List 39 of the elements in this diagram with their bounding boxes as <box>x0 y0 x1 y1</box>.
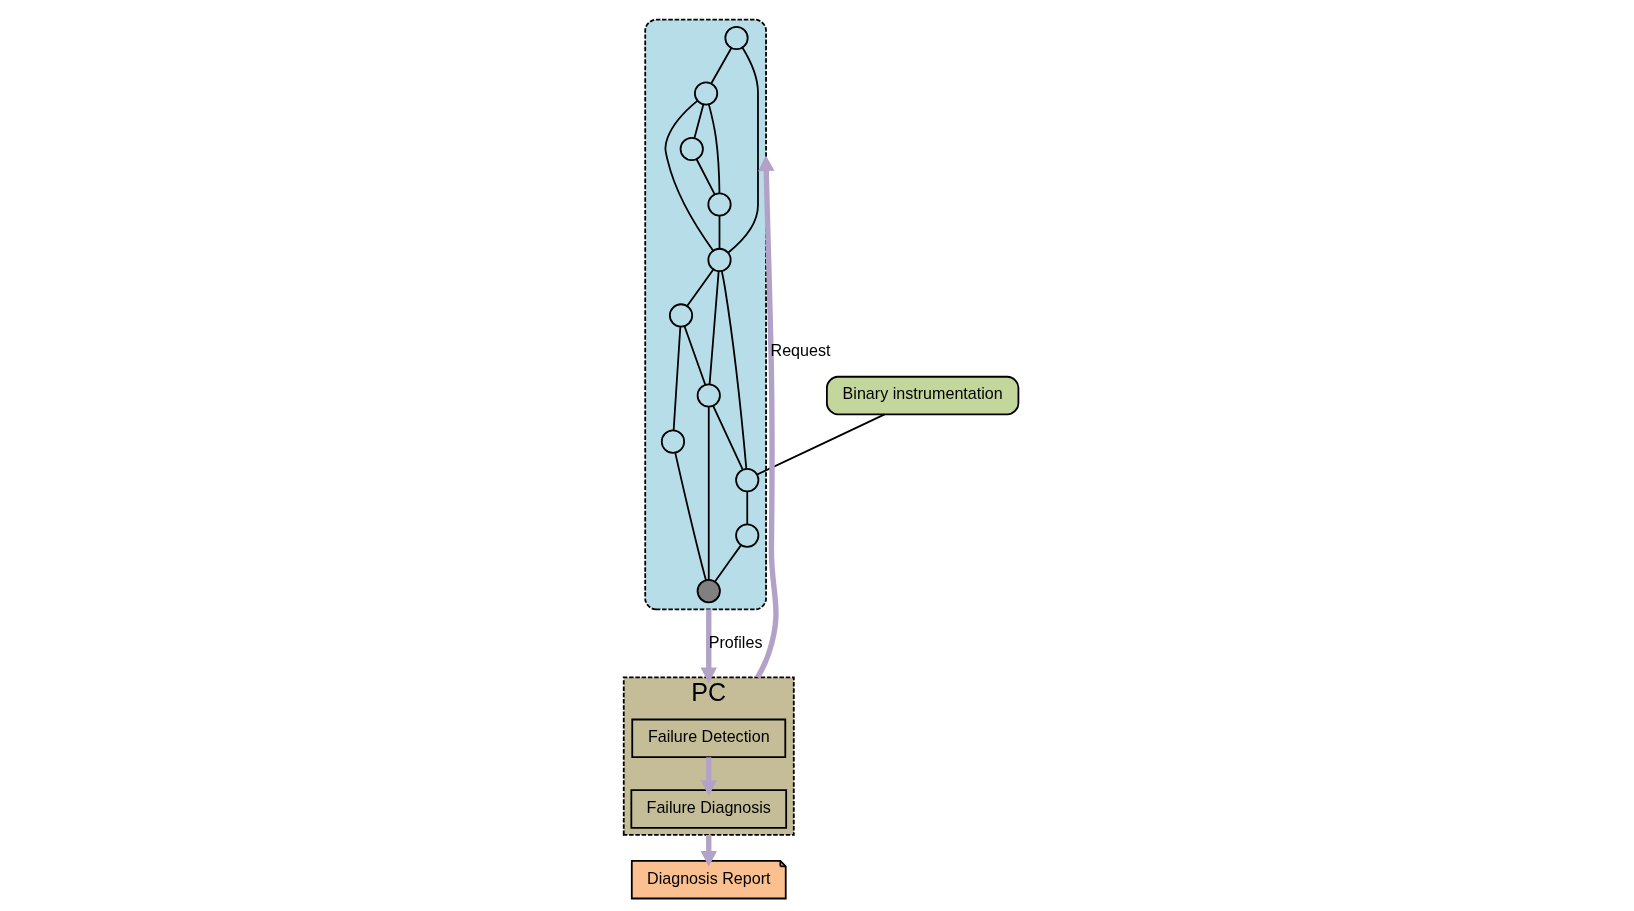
node-circle <box>734 523 759 548</box>
connector <box>707 405 710 581</box>
node-circle <box>693 81 718 106</box>
node-circle <box>723 25 749 51</box>
node-circle <box>706 247 732 273</box>
connector <box>711 405 744 471</box>
connector <box>693 103 704 139</box>
edge-label: Request <box>770 340 830 359</box>
node-circle <box>679 136 704 162</box>
connector <box>755 413 885 476</box>
node-circle <box>696 579 721 604</box>
node-circle <box>706 192 732 217</box>
connector <box>745 490 748 526</box>
node-circle <box>668 303 693 328</box>
connector <box>695 158 716 196</box>
arrow <box>700 609 717 684</box>
cluster <box>643 18 767 611</box>
node-circle <box>696 383 721 408</box>
node-box: Failure Diagnosis <box>629 789 787 829</box>
node-circle <box>660 429 685 454</box>
edge-label: Profiles <box>708 633 762 652</box>
node-box: Binary instrumentation <box>825 375 1019 416</box>
connector <box>683 325 706 386</box>
connector <box>673 451 707 582</box>
arrow <box>700 757 717 796</box>
connector <box>685 268 714 307</box>
connector <box>720 270 747 470</box>
node-circle <box>734 468 759 493</box>
connector <box>707 103 720 195</box>
connector <box>727 46 759 254</box>
connector <box>713 544 742 583</box>
connector <box>664 100 714 252</box>
arrow <box>700 834 717 867</box>
connector <box>672 326 681 432</box>
connector <box>718 214 720 250</box>
arrow <box>754 155 779 679</box>
connector <box>708 270 720 386</box>
node-box: Failure Detection <box>630 718 786 758</box>
connector <box>709 47 732 85</box>
